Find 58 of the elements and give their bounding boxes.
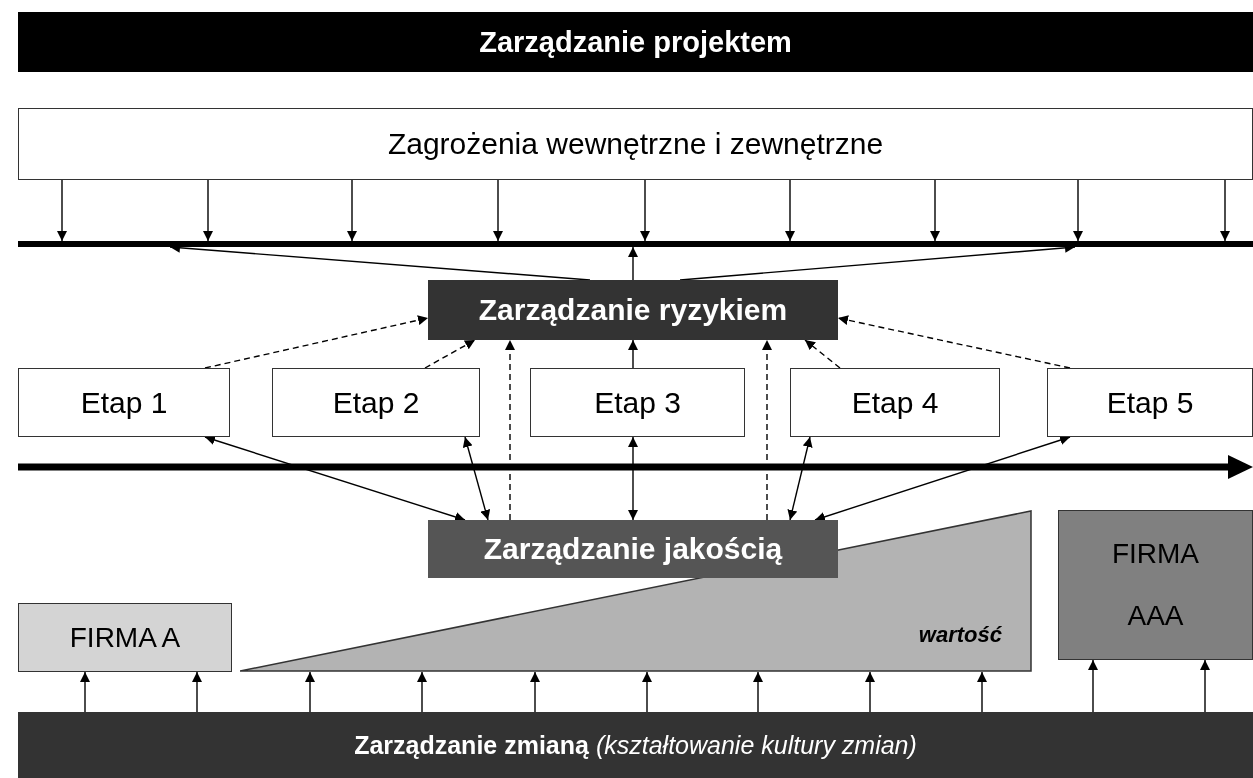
arrow — [837, 315, 1071, 369]
arrow — [417, 671, 427, 713]
process-box — [530, 368, 745, 437]
title-banner: Zarządzanie projektem — [18, 12, 1253, 72]
arrow — [57, 179, 67, 242]
value-label: wartość — [918, 622, 1002, 648]
box-label: Etap 2 — [332, 385, 420, 420]
arrow — [1088, 659, 1098, 713]
arrow — [865, 671, 875, 713]
risk-management-box — [428, 280, 838, 340]
arrow — [462, 436, 491, 521]
arrow — [347, 179, 357, 242]
arrow — [424, 339, 476, 369]
arrow — [628, 246, 638, 281]
arrow — [785, 179, 795, 242]
box-label: Zarządzanie jakością — [483, 532, 783, 566]
box-label: Zagrożenia wewnętrzne i zewnętrzne — [387, 127, 884, 161]
arrow — [1220, 179, 1230, 242]
arrow — [505, 339, 515, 521]
process-box — [1047, 368, 1253, 437]
process-box — [272, 368, 480, 437]
quality-management-box — [428, 520, 838, 578]
box-label: Etap 3 — [594, 385, 681, 420]
box-label: Etap 5 — [1106, 385, 1194, 420]
box-label: FIRMA A — [69, 621, 181, 654]
horizontal-bar — [18, 241, 1253, 247]
arrow — [192, 671, 202, 713]
arrow — [204, 315, 429, 369]
arrow — [753, 671, 763, 713]
arrow — [530, 671, 540, 713]
arrow — [204, 435, 466, 522]
arrow — [787, 436, 813, 521]
arrow — [203, 179, 213, 242]
arrow — [642, 671, 652, 713]
process-box — [18, 368, 230, 437]
box-label: Etap 1 — [80, 385, 168, 420]
arrow — [762, 339, 772, 521]
arrow — [493, 179, 503, 242]
box-label: FIRMA AAA — [1110, 537, 1201, 633]
box-label: Etap 4 — [851, 385, 939, 420]
company-box — [1058, 510, 1253, 660]
change-management-band — [18, 712, 1253, 778]
company-box — [18, 603, 232, 672]
process-box — [790, 368, 1000, 437]
process-box — [18, 108, 1253, 180]
arrow — [80, 671, 90, 713]
band-title: Zarządzanie zmianą (kształtowanie kultury zmian) — [354, 730, 917, 760]
arrow — [814, 435, 1071, 522]
box-label: Zarządzanie ryzykiem — [478, 293, 788, 327]
arrow — [977, 671, 987, 713]
arrow — [305, 671, 315, 713]
arrow — [628, 339, 638, 369]
arrow — [804, 339, 841, 369]
arrow — [628, 436, 638, 521]
arrow — [640, 179, 650, 242]
arrow — [1200, 659, 1210, 713]
arrow — [930, 179, 940, 242]
arrow — [1073, 179, 1083, 242]
